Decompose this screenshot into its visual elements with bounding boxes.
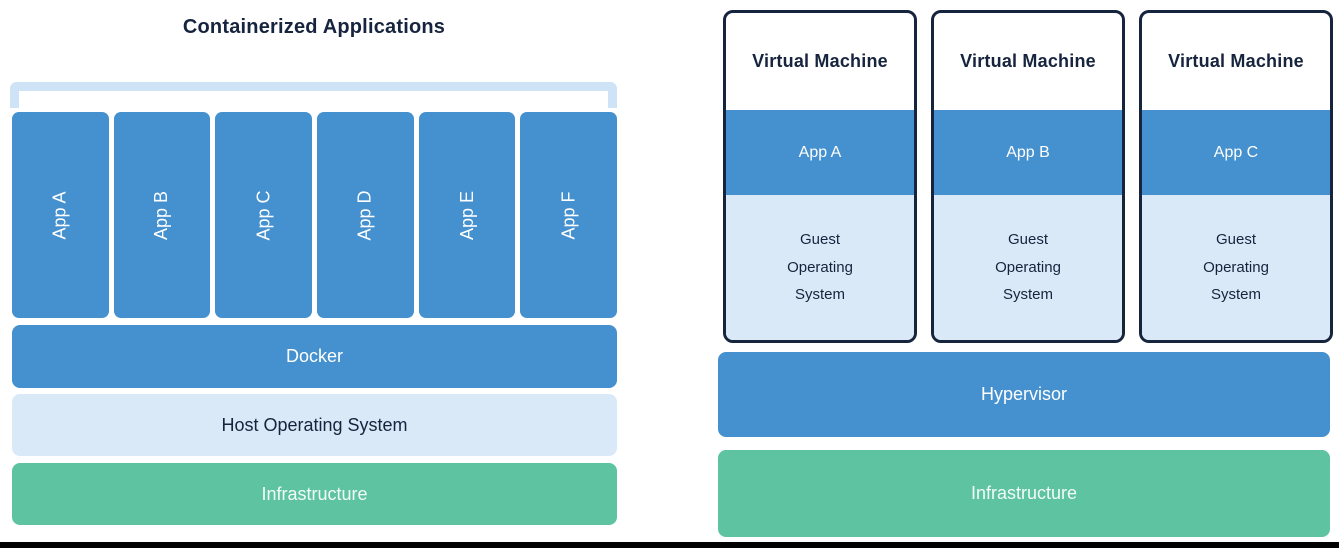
containerized-applications-title: Containerized Applications — [182, 16, 446, 38]
container-app-e: App E — [418, 112, 516, 318]
vm-3-app-c: App C — [1142, 110, 1330, 195]
vm-2-guest-os: Guest Operating System — [934, 195, 1122, 340]
container-app-d-label: App D — [354, 189, 375, 241]
vm-1-app-a: App A — [726, 110, 914, 195]
container-app-b: App B — [113, 112, 211, 318]
vm-1-guest-os-label: Guest Operating System — [787, 230, 853, 304]
container-app-a: App A — [12, 112, 109, 318]
host-operating-system-layer: Host Operating System — [12, 394, 617, 456]
container-app-c-label: App C — [253, 189, 274, 241]
virtual-machines-row: Virtual Machine App A Guest Operating Sy… — [723, 10, 1333, 343]
vm-1-guest-os: Guest Operating System — [726, 195, 914, 340]
hypervisor-layer: Hypervisor — [718, 352, 1330, 437]
bottom-border-rule — [0, 542, 1339, 548]
container-apps-row: App A App B App C App D App E App F — [12, 112, 618, 318]
docker-layer: Docker — [12, 325, 617, 388]
containers-group-bracket — [10, 82, 617, 108]
virtual-machine-3-title: Virtual Machine — [1168, 51, 1304, 71]
virtual-machine-card-1: Virtual Machine App A Guest Operating Sy… — [723, 10, 917, 343]
container-app-b-label: App B — [151, 190, 172, 240]
container-app-a-label: App A — [49, 190, 70, 240]
vm-2-guest-os-label: Guest Operating System — [995, 230, 1061, 304]
virtual-machine-2-title: Virtual Machine — [960, 51, 1096, 71]
infrastructure-layer-right: Infrastructure — [718, 450, 1330, 537]
infrastructure-layer-left: Infrastructure — [12, 463, 617, 525]
virtual-machine-card-3: Virtual Machine App C Guest Operating Sy… — [1139, 10, 1333, 343]
container-app-e-label: App E — [456, 190, 477, 240]
container-app-f: App F — [520, 112, 618, 318]
container-app-c: App C — [215, 112, 313, 318]
virtual-machine-1-title: Virtual Machine — [752, 51, 888, 71]
virtual-machine-card-2: Virtual Machine App B Guest Operating Sy… — [931, 10, 1125, 343]
vm-2-app-b: App B — [934, 110, 1122, 195]
vm-3-guest-os-label: Guest Operating System — [1203, 230, 1269, 304]
vm-3-guest-os: Guest Operating System — [1142, 195, 1330, 340]
container-app-f-label: App F — [558, 190, 579, 240]
container-app-d: App D — [317, 112, 414, 318]
